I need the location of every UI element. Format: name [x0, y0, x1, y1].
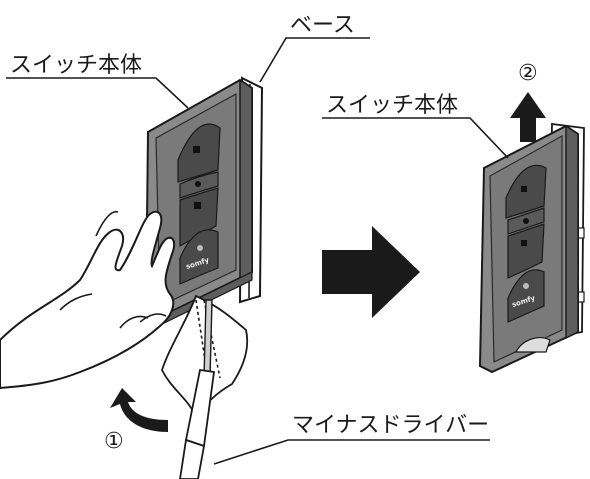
- leader-switch-body-left: [6, 77, 189, 109]
- switch-body-left-side: [239, 78, 253, 280]
- button-up-left: [177, 123, 221, 183]
- switch-body-right-side: [565, 124, 579, 340]
- right-switch-assembly: somfy: [478, 122, 585, 374]
- step-2-number: ②: [518, 61, 538, 86]
- transition-arrow: [322, 226, 420, 318]
- rotate-arrow: [110, 388, 168, 432]
- lower-button-left: [179, 229, 219, 285]
- clip-detail: [515, 337, 551, 353]
- leader-switch-body-right: [322, 117, 509, 159]
- led-left: [197, 245, 203, 251]
- button-down-left: [179, 187, 219, 248]
- step-1-number: ①: [104, 429, 124, 454]
- leader-screwdriver: [213, 439, 490, 465]
- lift-arrow: [510, 92, 546, 142]
- label-base: ベース: [290, 13, 355, 38]
- leader-base: [259, 37, 370, 83]
- label-switch-body-left: スイッチ本体: [10, 53, 142, 78]
- label-screwdriver: マイナスドライバー: [292, 413, 489, 438]
- button-my-mark-left: [195, 181, 201, 187]
- left-switch-assembly: somfy: [144, 76, 264, 327]
- button-down-right: [507, 223, 545, 279]
- label-switch-body-right: スイッチ本体: [326, 93, 458, 118]
- hand-illustration: [0, 210, 176, 390]
- button-my-mark-right: [523, 218, 529, 224]
- lower-button-right: [507, 269, 545, 323]
- screwdriver: [179, 299, 216, 479]
- button-up-mark-right: [521, 186, 527, 192]
- button-up-mark-left: [193, 146, 200, 153]
- button-down-mark-right: [521, 240, 527, 246]
- button-down-mark-left: [194, 202, 201, 209]
- led-right: [523, 283, 529, 289]
